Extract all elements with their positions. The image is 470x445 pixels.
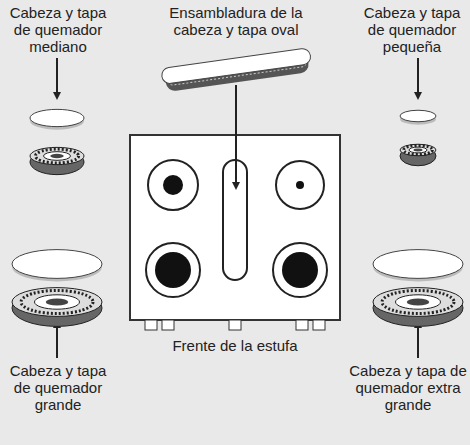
burner-center: [282, 252, 318, 288]
leader-arrow: [56, 58, 58, 98]
burner-head: [30, 147, 84, 164]
burner-cap: [373, 250, 463, 279]
part-label: Cabeza y tapa de quemador pequeña: [356, 4, 468, 55]
burner-head: [373, 288, 463, 317]
burner-ports: [404, 145, 433, 154]
burner-cap: [400, 110, 436, 122]
part-label: Ensambladura de la cabeza y tapa oval: [160, 4, 312, 38]
burner-grate: [148, 160, 198, 210]
burner-center: [414, 149, 423, 152]
burner-head: [12, 288, 102, 317]
oval-cap-top: [161, 48, 312, 85]
burner-center: [296, 181, 304, 189]
part-label: Frente de la estufa: [170, 337, 300, 354]
knob: [145, 320, 157, 330]
burner-grate: [146, 243, 200, 297]
burner-cap: [12, 250, 102, 279]
burner-center: [407, 298, 430, 305]
burner-center: [163, 175, 183, 195]
leader-arrow: [235, 85, 237, 188]
burner-cap: [30, 109, 84, 126]
burner-ports: [35, 149, 78, 163]
part-label: Cabeza y tapa de quemador mediano: [2, 4, 114, 55]
leader-arrow: [56, 322, 58, 358]
burner-ring: [409, 147, 427, 153]
knob: [229, 320, 241, 330]
part-label: Cabeza y tapa de quemador extra grande: [348, 362, 468, 413]
burner-ring: [44, 152, 71, 161]
burner-center: [50, 154, 64, 158]
knob: [162, 320, 174, 330]
burner-center: [155, 252, 191, 288]
burner-grate: [273, 243, 327, 297]
leader-arrow: [417, 58, 419, 98]
burner-ring: [396, 295, 441, 309]
knob: [296, 320, 308, 330]
knob: [313, 320, 325, 330]
burner-ports: [382, 290, 454, 313]
part-label: Cabeza y tapa de quemador grande: [2, 362, 114, 413]
burner-center: [46, 298, 69, 305]
leader-arrow: [417, 322, 419, 358]
burner-ring: [35, 295, 80, 309]
burner-head: [400, 144, 436, 156]
burner-grate: [276, 161, 324, 209]
burner-ports: [21, 290, 93, 313]
